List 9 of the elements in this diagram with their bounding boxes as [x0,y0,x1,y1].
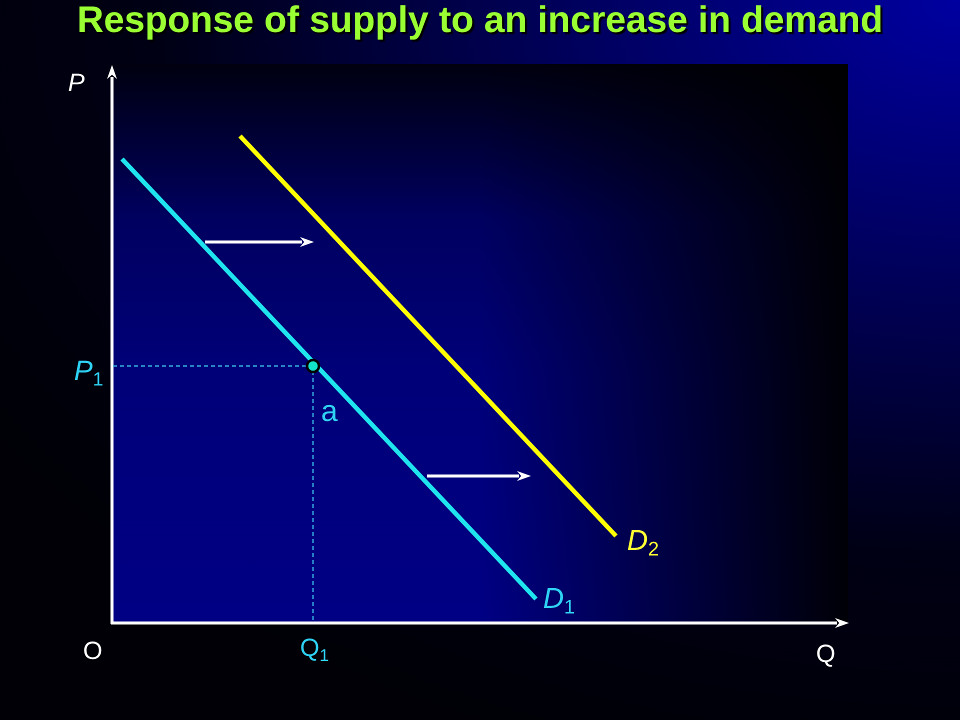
axis-tick-label: Q$_{1}$ [300,636,329,661]
origin-label: O [83,639,102,664]
axis-label: P [68,71,85,96]
axis-tick-label: P$_{1}$ [74,357,104,385]
axis-label: Q [816,642,836,667]
curve-label: D$_{1}$ [543,585,575,614]
curve-label: D$_{2}$ [627,527,659,556]
point-label: a [321,397,338,427]
chart-title: Response of supply to an increase in demand [77,0,883,40]
